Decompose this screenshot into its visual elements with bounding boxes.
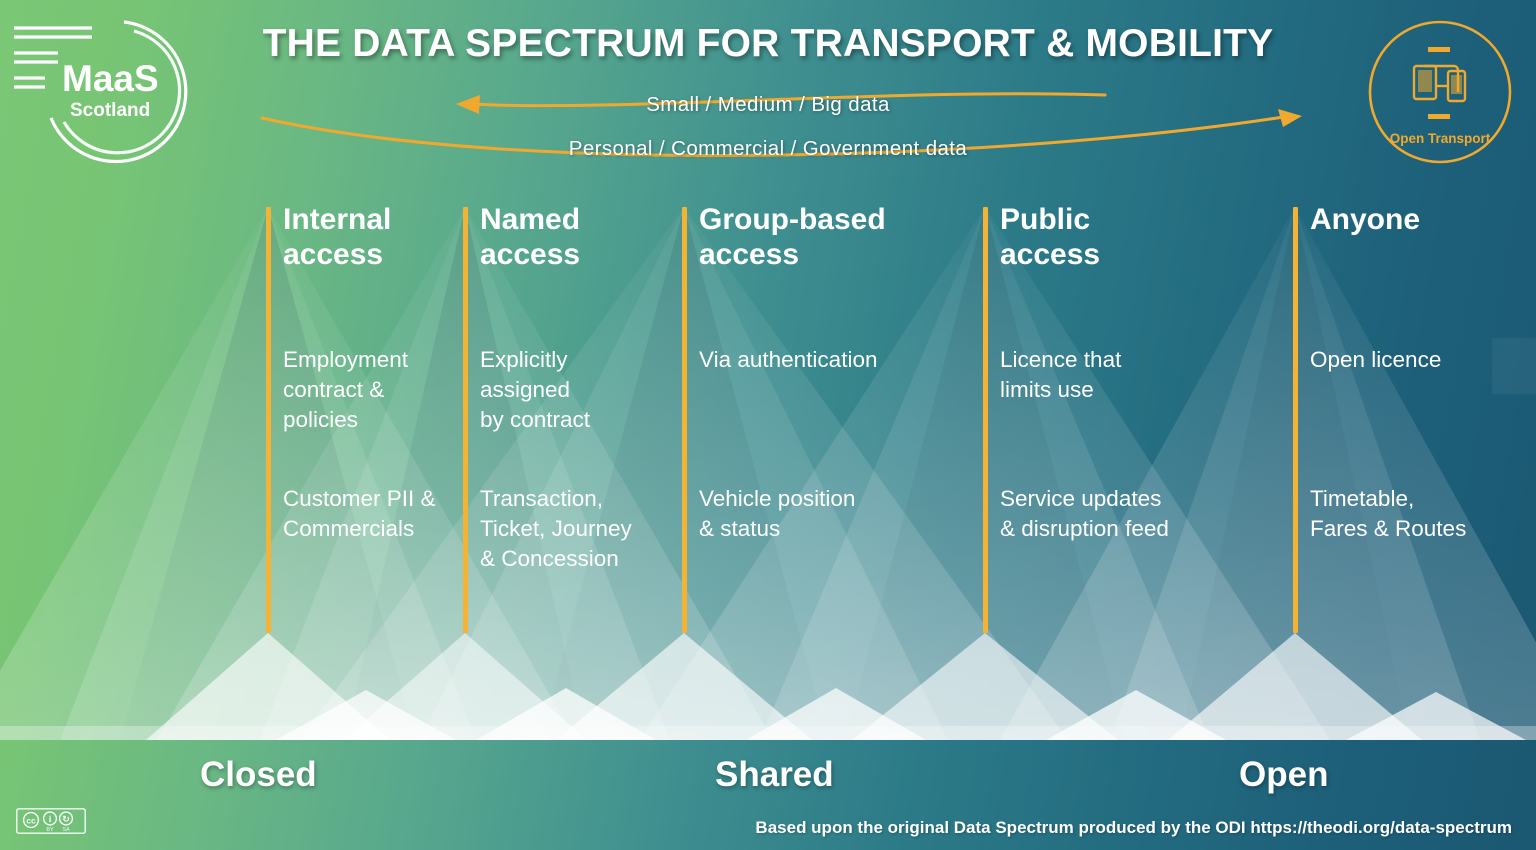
column-detail-primary: Explicitly assigned by contract — [480, 347, 591, 432]
column-detail-secondary: Customer PII & Commercials — [283, 486, 436, 541]
column-detail-secondary: Service updates & disruption feed — [1000, 486, 1169, 541]
column-accent-bar — [463, 207, 468, 633]
scale-label-closed: Closed — [200, 755, 317, 794]
column-detail-primary: Open licence — [1310, 347, 1442, 372]
page-title: THE DATA SPECTRUM FOR TRANSPORT & MOBILI… — [262, 22, 1274, 65]
column-accent-bar — [1293, 207, 1298, 633]
open-transport-label: Open Transport — [1390, 131, 1491, 146]
column-heading: Internal access — [283, 203, 392, 272]
arrow-label-data-type: Personal / Commercial / Government data — [568, 137, 968, 160]
maas-logo-primary: MaaS — [62, 58, 159, 99]
devices-icon — [1412, 47, 1467, 119]
maas-logo-secondary: Scotland — [70, 100, 150, 121]
scale-label-open: Open — [1239, 755, 1329, 794]
column-heading: Group-based access — [699, 203, 886, 272]
maas-scotland-logo: MaaS Scotland — [14, 20, 188, 164]
open-transport-logo: Open Transport — [1368, 20, 1512, 164]
arrow-label-data-size: Small / Medium / Big data — [646, 93, 890, 116]
column-detail-secondary: Timetable, Fares & Routes — [1310, 486, 1467, 541]
column-heading: Named access — [480, 203, 581, 272]
scale-label-shared: Shared — [715, 755, 834, 794]
column-detail-secondary: Vehicle position & status — [699, 486, 856, 541]
column-detail-primary: Via authentication — [699, 347, 878, 372]
attribution-text: Based upon the original Data Spectrum pr… — [755, 818, 1512, 837]
column-accent-bar — [983, 207, 988, 633]
cc-by-label: BY — [46, 827, 54, 833]
cc-sa-label: SA — [62, 827, 70, 833]
svg-text:cc: cc — [26, 816, 36, 826]
column-accent-bar — [682, 207, 687, 633]
column-detail-primary: Employment contract & policies — [283, 347, 409, 432]
column-detail-primary: Licence that limits use — [1000, 347, 1122, 402]
cc-by-sa-icon: cc i ↻ BY SA — [16, 808, 86, 834]
column-detail-secondary: Transaction, Ticket, Journey & Concessio… — [480, 486, 632, 571]
column-heading: Public access — [1000, 203, 1101, 272]
column-accent-bar — [266, 207, 271, 633]
svg-text:↻: ↻ — [62, 814, 70, 824]
svg-text:i: i — [49, 814, 52, 824]
column-heading: Anyone — [1310, 203, 1421, 236]
